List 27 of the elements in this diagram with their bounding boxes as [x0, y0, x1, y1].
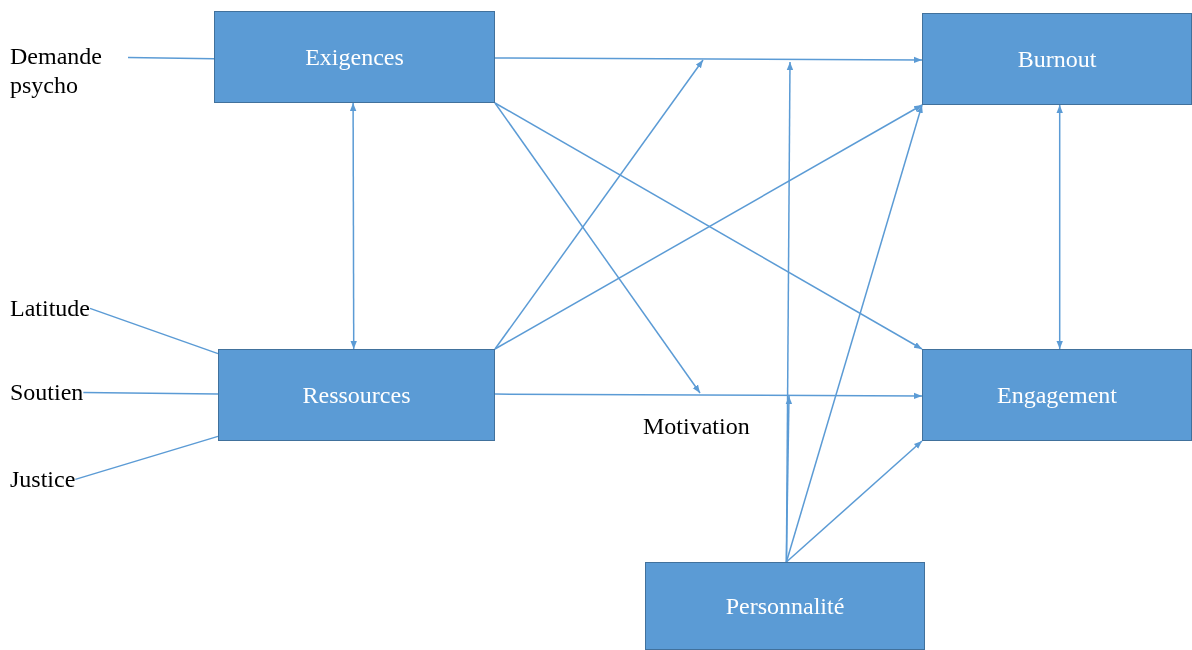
- box-label: Exigences: [305, 43, 404, 71]
- moderator-label: Motivation: [643, 413, 750, 440]
- arrow: [1056, 104, 1063, 350]
- box-label: Burnout: [1017, 45, 1097, 73]
- connector-line: [82, 391, 219, 395]
- process-box: [922, 349, 1192, 441]
- process-box: [214, 11, 495, 103]
- arrow: [785, 440, 923, 563]
- factor-label: Soutien: [10, 378, 84, 407]
- box-label: Engagement: [997, 381, 1117, 409]
- box-label: Ressources: [302, 381, 411, 409]
- arrow: [349, 102, 357, 350]
- arrow: [494, 56, 923, 64]
- arrow: [494, 392, 923, 400]
- process-box: [922, 13, 1192, 105]
- connector-line: [127, 56, 215, 60]
- process-box: [645, 562, 925, 650]
- box-label: Personnalité: [725, 592, 845, 620]
- arrow: [785, 104, 923, 563]
- factor-label: Demande psycho: [10, 42, 128, 100]
- arrow: [494, 102, 701, 394]
- connector-line: [89, 307, 219, 355]
- arrow: [494, 59, 704, 350]
- connector-line: [74, 435, 219, 481]
- factor-label: Justice: [10, 465, 76, 494]
- factor-label: Latitude: [10, 294, 90, 323]
- process-box: [218, 349, 495, 441]
